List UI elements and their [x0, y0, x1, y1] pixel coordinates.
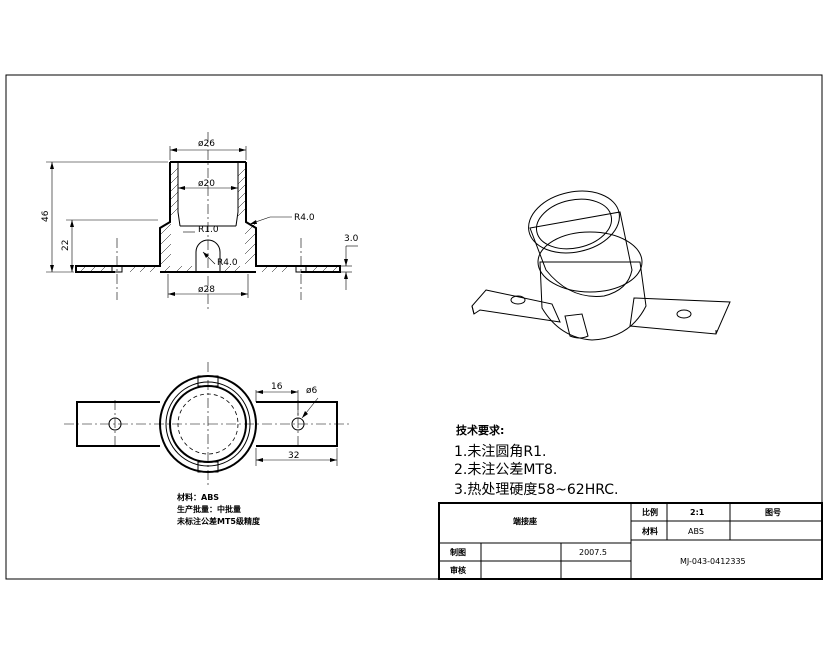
title-part-name: 端接座 — [513, 516, 537, 526]
dim-thickness-3: 3.0 — [344, 234, 359, 244]
technical-requirements: 技术要求: 1.未注圆角R1. 2.未注公差MT8. 3.热处理硬度58~62H… — [454, 423, 619, 498]
material-note-2: 生产批量：中批量 — [177, 504, 241, 514]
title-material-label: 材料 — [642, 526, 658, 536]
dim-height-46: 46 — [41, 210, 51, 222]
title-scale-value: 2:1 — [690, 508, 705, 517]
material-note-1: 材料：ABS — [177, 492, 219, 502]
material-note-3: 未标注公差MT5级精度 — [176, 516, 261, 526]
title-drawn-label: 制图 — [450, 547, 466, 557]
dim-inner-diameter-20: ø20 — [198, 179, 215, 189]
tech-req-item-1: 1.未注圆角R1. — [454, 444, 546, 460]
dim-fillet-radius-r4: R4.0 — [294, 213, 315, 223]
material-notes: 材料：ABS 生产批量：中批量 未标注公差MT5级精度 — [176, 492, 261, 526]
title-block: 端接座 比例 2:1 图号 材料 ABS 制图 2007.5 审核 MJ-043… — [438, 502, 823, 580]
dim-base-diameter-28: ø28 — [198, 285, 215, 295]
dim-hole-offset-16: 16 — [271, 382, 283, 392]
dim-flange-length-32: 32 — [288, 451, 299, 461]
dim-slot-radius-r4: R4.0 — [217, 258, 238, 268]
dim-radius-r1: R1.0 — [198, 225, 219, 235]
top-view: 16 ø6 32 — [64, 362, 352, 488]
title-checked-label: 审核 — [450, 565, 466, 575]
dim-hole-diameter-6: ø6 — [306, 386, 318, 396]
title-date: 2007.5 — [579, 548, 607, 557]
tech-req-title: 技术要求: — [456, 423, 504, 437]
dim-outer-diameter-26: ø26 — [198, 139, 215, 149]
front-section-view: ø26 ø20 ø28 R1.0 R4.0 R4.0 46 — [41, 132, 359, 312]
tech-req-item-2: 2.未注公差MT8. — [454, 462, 557, 478]
title-scale-label: 比例 — [642, 507, 658, 517]
dim-height-22: 22 — [61, 240, 71, 251]
title-drawing-code: MJ-043-0412335 — [680, 557, 746, 566]
isometric-view — [471, 190, 731, 341]
tech-req-item-3: 3.热处理硬度58~62HRC. — [454, 482, 619, 498]
title-material-value: ABS — [688, 527, 704, 536]
sheet-border — [5, 74, 823, 580]
title-drawing-no-label: 图号 — [765, 508, 781, 517]
